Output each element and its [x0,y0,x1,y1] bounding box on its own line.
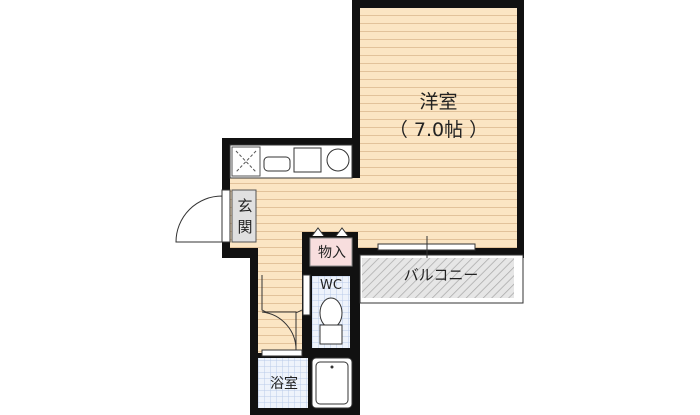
balcony-label: バルコニー [403,266,479,284]
entrance-label-line1: 玄 [237,197,253,215]
storage-area [309,237,353,267]
entrance-door-swing [175,195,223,243]
entrance-label-line2: 関 [237,218,253,236]
room-size: （ 7.0帖 ） [388,119,489,141]
western-room-label: 洋室 （ 7.0帖 ） [360,88,517,144]
bathroom-label: 浴室 [270,376,298,392]
kitchen-counter [229,144,353,179]
western-room-floor [360,8,517,248]
room-name: 洋室 [419,91,458,113]
toilet-label: WC [320,278,342,293]
toilet-icon [319,297,343,329]
entrance-floor [231,189,257,243]
bathroom-area [258,358,308,408]
entrance-label: 玄 関 [236,196,254,238]
storage-label: 物入 [318,245,346,261]
